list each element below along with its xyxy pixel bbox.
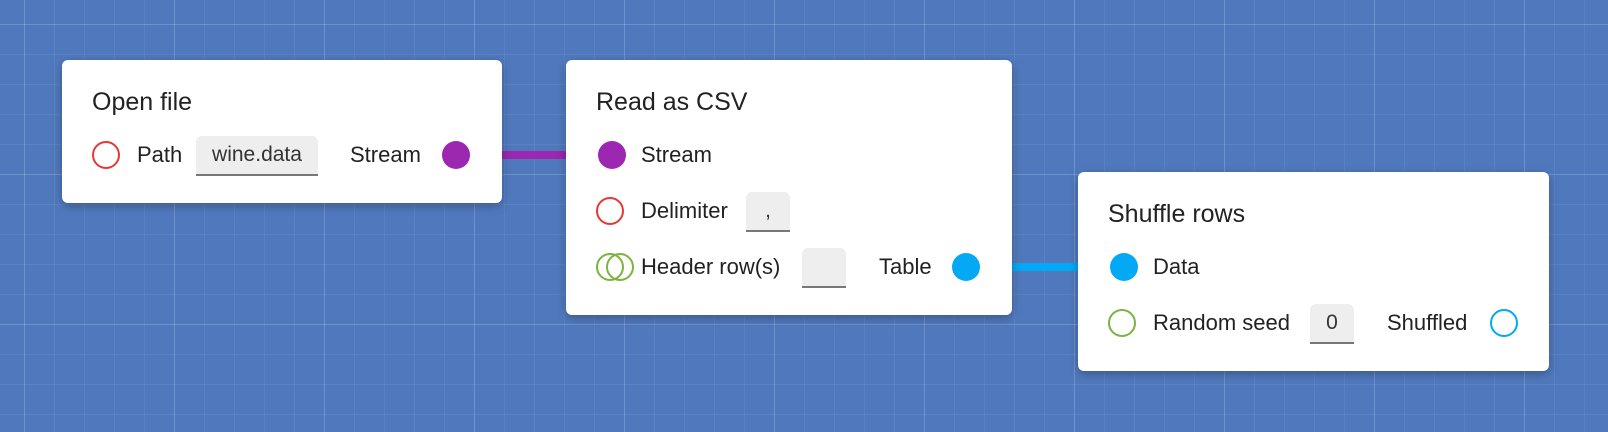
delimiter-input-socket-icon[interactable] xyxy=(596,197,624,225)
node-shuffle-rows[interactable]: Shuffle rows Data Random seed 0 Shuffled xyxy=(1078,172,1549,371)
random-seed-input[interactable]: 0 xyxy=(1310,304,1354,344)
header-rows-label: Header row(s) xyxy=(641,254,781,279)
delimiter-label: Delimiter xyxy=(641,198,728,223)
table-output-socket-icon[interactable] xyxy=(952,253,980,281)
stream-input-label: Stream xyxy=(641,142,712,167)
data-input-label: Data xyxy=(1153,254,1200,279)
seed-input-socket-icon[interactable] xyxy=(1108,309,1136,337)
shuffled-output-socket-icon[interactable] xyxy=(1490,309,1518,337)
header-input-socket-stack-icon xyxy=(606,253,634,281)
path-input-socket-icon[interactable] xyxy=(92,141,120,169)
path-input[interactable]: wine.data xyxy=(196,136,318,176)
shuffled-output-label: Shuffled xyxy=(1387,310,1468,335)
stream-input-socket-icon[interactable] xyxy=(598,141,626,169)
data-input-socket-icon[interactable] xyxy=(1110,253,1138,281)
table-output-label: Table xyxy=(879,254,932,279)
random-seed-label: Random seed xyxy=(1153,310,1290,335)
node-open-file[interactable]: Open file Path wine.data Stream xyxy=(62,60,502,203)
header-rows-input[interactable] xyxy=(802,248,846,288)
stream-output-label: Stream xyxy=(350,142,421,167)
node-title: Shuffle rows xyxy=(1108,200,1246,228)
node-title: Open file xyxy=(92,88,193,116)
node-read-as-csv[interactable]: Read as CSV Stream Delimiter , Header ro… xyxy=(566,60,1012,315)
path-label: Path xyxy=(137,142,183,167)
delimiter-input[interactable]: , xyxy=(746,192,790,232)
stream-output-socket-icon[interactable] xyxy=(442,141,470,169)
node-title: Read as CSV xyxy=(596,88,748,116)
